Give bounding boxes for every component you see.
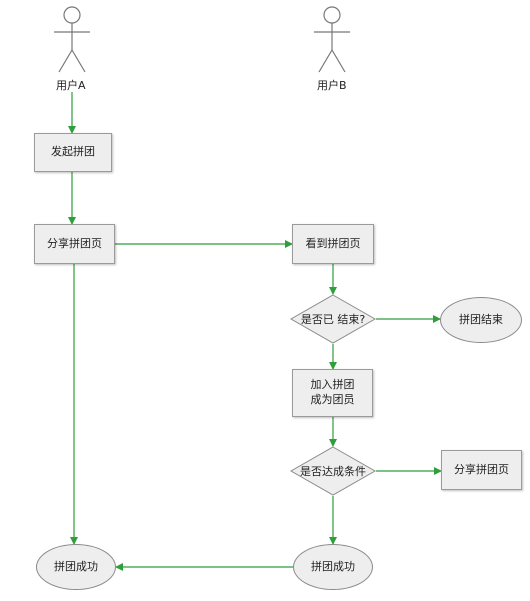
- stick-figure-icon: [54, 6, 90, 73]
- actor-user-a: [50, 4, 94, 74]
- node-group-ended: 拼团结束: [440, 297, 522, 343]
- node-view-page: 看到拼团页: [292, 224, 374, 264]
- node-start-group: 发起拼团: [34, 133, 112, 172]
- node-ended-question: 是否已 结束?: [290, 294, 376, 344]
- actor-user-b: [310, 4, 354, 74]
- stick-figure-icon: [314, 6, 350, 73]
- actor-a-label: 用户A: [56, 79, 86, 92]
- decision-diamond: [290, 294, 376, 344]
- node-success-b: 拼团成功: [293, 544, 373, 590]
- node-success-a: 拼团成功: [36, 544, 116, 590]
- decision-diamond: [290, 446, 376, 496]
- node-share-page-a: 分享拼团页: [34, 224, 115, 264]
- node-conditions-question: 是否达成条件: [290, 446, 376, 496]
- actor-b-label: 用户B: [317, 79, 347, 92]
- ended-question-label: 是否已 结束?: [300, 313, 366, 326]
- node-join-group: 加入拼团 成为团员: [292, 369, 373, 417]
- conditions-question-label: 是否达成条件: [300, 465, 366, 478]
- node-share-page-b: 分享拼团页: [441, 450, 522, 490]
